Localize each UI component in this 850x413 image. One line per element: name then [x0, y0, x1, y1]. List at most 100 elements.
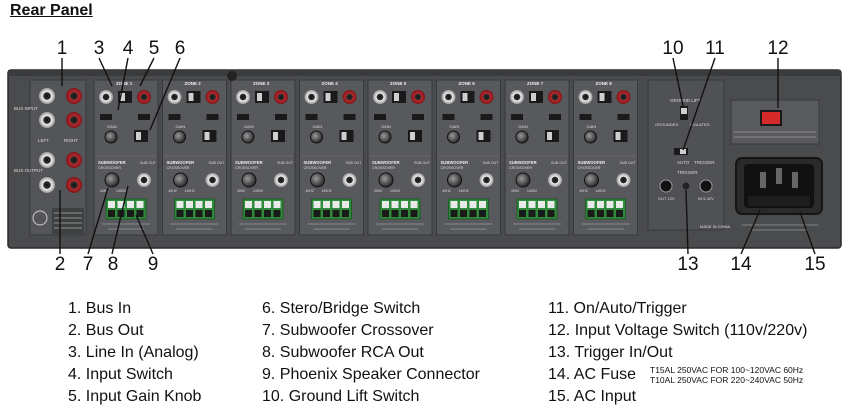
stereo-bridge-switch	[271, 130, 285, 142]
svg-text:LEFT: LEFT	[38, 138, 49, 143]
phoenix-speaker-connector	[379, 198, 421, 220]
input-switch	[529, 91, 543, 103]
svg-text:MADE IN CHINA: MADE IN CHINA	[700, 224, 731, 229]
legend-item: 13. Trigger In/Out	[548, 344, 673, 361]
callout-13: 13	[677, 254, 699, 275]
svg-text:40HZ: 40HZ	[169, 189, 177, 193]
svg-text:SUB OUT: SUB OUT	[346, 161, 363, 165]
trigger-in-jack	[699, 179, 713, 193]
svg-text:140HZ: 140HZ	[459, 189, 469, 193]
callout-5: 5	[148, 38, 160, 59]
svg-text:SUBWOOFER: SUBWOOFER	[235, 160, 263, 165]
legend-item: 10. Ground Lift Switch	[262, 388, 420, 405]
svg-text:GAIN: GAIN	[450, 124, 460, 129]
phoenix-speaker-connector	[105, 198, 147, 220]
svg-text:140HZ: 140HZ	[116, 189, 126, 193]
svg-text:CROSSOVER: CROSSOVER	[509, 166, 532, 170]
svg-text:SUBWOOFER: SUBWOOFER	[372, 160, 400, 165]
legend-item: 2. Bus Out	[68, 322, 144, 339]
callout-10: 10	[662, 38, 684, 59]
callout-2: 2	[54, 254, 66, 275]
svg-text:SUBWOOFER: SUBWOOFER	[167, 160, 195, 165]
page-title: Rear Panel	[10, 2, 93, 19]
bus-output-label: BUS OUTPUT	[14, 168, 43, 173]
legend-item: 8. Subwoofer RCA Out	[262, 344, 424, 361]
svg-text:SUB OUT: SUB OUT	[483, 161, 500, 165]
callout-15: 15	[804, 254, 826, 275]
voltage-switch	[760, 110, 782, 126]
input-switch	[392, 91, 406, 103]
input-gain-knob	[173, 130, 186, 144]
svg-text:CROSSOVER: CROSSOVER	[441, 166, 464, 170]
subwoofer-rca-out	[616, 173, 631, 187]
svg-text:GROUND LIFT: GROUND LIFT	[670, 98, 701, 103]
bus-input-label: BUS INPUT	[14, 106, 38, 111]
line-in-jack-white	[578, 90, 593, 104]
subwoofer-crossover-knob	[173, 172, 188, 188]
input-gain-knob	[447, 130, 460, 144]
svg-text:SUB OUT: SUB OUT	[551, 161, 568, 165]
bus-out-jack-white	[39, 152, 55, 168]
zone-label: ZONE 1	[116, 81, 133, 86]
svg-text:140HZ: 140HZ	[527, 189, 537, 193]
zone-panel	[573, 79, 638, 236]
subwoofer-rca-out	[137, 173, 151, 187]
callout-12: 12	[767, 38, 789, 59]
line-in-jack-red	[411, 90, 425, 104]
callout-11: 11	[705, 38, 725, 59]
subwoofer-crossover-knob	[104, 172, 120, 188]
legend-item: 4. Input Switch	[68, 366, 173, 383]
line-in-jack-red	[274, 90, 288, 104]
zone-label: ZONE 4	[322, 81, 339, 86]
svg-text:SUBWOOFER: SUBWOOFER	[304, 160, 332, 165]
control-section: GROUND LIFT GROUNDED ISOLATED AUTO TRIGG…	[647, 79, 731, 231]
zone-panel	[93, 79, 159, 236]
line-in-jack-white	[373, 90, 387, 104]
svg-text:140HZ: 140HZ	[596, 189, 606, 193]
fuse-note-1: T15AL 250VAC FOR 100~120VAC 60Hz	[650, 365, 804, 375]
line-in-jack-white	[236, 90, 250, 104]
line-in-jack-white	[441, 90, 456, 104]
legend-item: 7. Subwoofer Crossover	[262, 322, 434, 339]
subwoofer-rca-out	[205, 173, 220, 187]
callout-9: 9	[147, 254, 159, 275]
callout-14: 14	[730, 254, 752, 275]
svg-text:40HZ: 40HZ	[443, 189, 451, 193]
subwoofer-crossover-knob	[584, 172, 599, 188]
legend-item: 6. Stero/Bridge Switch	[262, 300, 421, 317]
svg-text:140HZ: 140HZ	[390, 189, 400, 193]
svg-text:OUT 12V: OUT 12V	[658, 196, 675, 201]
phoenix-speaker-connector	[174, 198, 215, 220]
line-in-jack-white	[99, 90, 113, 104]
zone-panel	[162, 79, 227, 236]
chassis	[7, 69, 842, 249]
legend-item: 11. On/Auto/Trigger	[548, 300, 687, 317]
line-in-jack-red	[137, 90, 151, 104]
stereo-bridge-switch	[134, 130, 148, 142]
subwoofer-rca-out	[411, 173, 425, 187]
svg-text:GAIN: GAIN	[107, 124, 117, 129]
callout-1: 1	[56, 38, 68, 59]
svg-text:SUB OUT: SUB OUT	[277, 161, 294, 165]
svg-text:GAIN: GAIN	[176, 124, 186, 129]
input-gain-knob	[515, 130, 529, 144]
input-switch	[186, 91, 201, 103]
zone-label: ZONE 5	[390, 81, 407, 86]
leader-lines	[59, 57, 816, 255]
line-in-jack-red	[342, 90, 357, 104]
svg-text:CROSSOVER: CROSSOVER	[304, 166, 327, 170]
input-gain-knob	[104, 130, 118, 144]
legend-item: 9. Phoenix Speaker Connector	[262, 366, 480, 383]
input-switch	[323, 91, 338, 103]
svg-text:40HZ: 40HZ	[511, 189, 519, 193]
subwoofer-crossover-knob	[241, 172, 257, 188]
svg-text:140HZ: 140HZ	[253, 189, 263, 193]
svg-text:TRIGGER: TRIGGER	[694, 160, 715, 165]
line-in-jack-white	[304, 90, 319, 104]
legend-item: 14. AC Fuse	[548, 366, 637, 383]
